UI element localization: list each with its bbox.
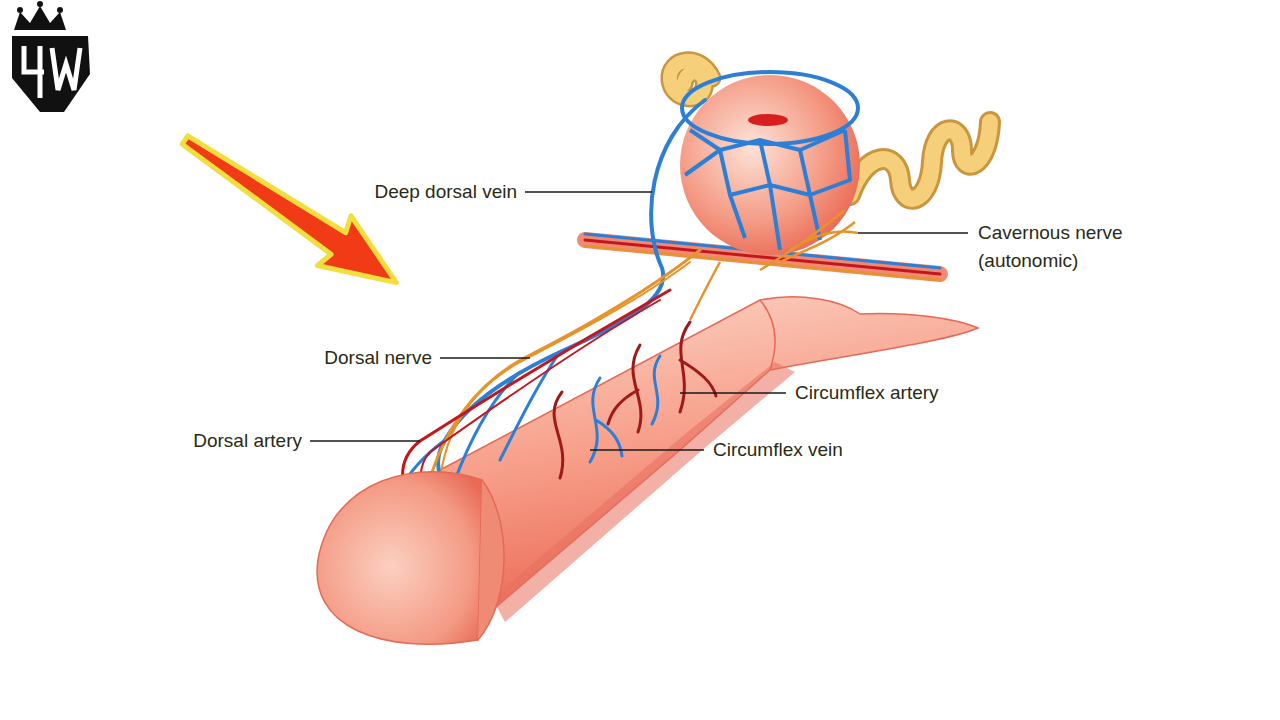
channel-logo	[12, 1, 90, 112]
shaft-fold	[760, 300, 775, 370]
deep-dorsal-vein	[438, 100, 705, 505]
cavernous-nerve-fibres	[690, 210, 858, 320]
circumflex-branches	[554, 322, 716, 478]
circumflex-artery	[554, 392, 563, 478]
logo-crown	[14, 6, 66, 30]
logo-crown-dot	[57, 7, 63, 13]
part-label: Circumflex vein	[713, 436, 843, 464]
coiled-tube-body	[850, 122, 990, 199]
leader-line	[310, 440, 420, 442]
leader-line	[680, 392, 786, 394]
circumflex-vein	[652, 356, 660, 424]
dorsal-vessels	[400, 100, 705, 505]
part-label: Deep dorsal vein	[374, 178, 517, 206]
dorsal-nerve	[440, 262, 690, 480]
pointer-arrow-shape	[168, 115, 413, 307]
bulb-vein-ring	[682, 72, 858, 144]
leader-lines	[310, 192, 968, 450]
shaft-body	[440, 297, 978, 625]
part-label: Dorsal nerve	[324, 344, 432, 372]
vein-branch	[400, 352, 560, 490]
coiled-tube-outline	[850, 122, 990, 199]
spongy-body	[492, 362, 795, 622]
glans-corona	[478, 480, 504, 640]
logo-mark	[24, 46, 80, 98]
part-label: Circumflex artery	[795, 379, 939, 407]
bulb-vein-network	[682, 72, 858, 250]
leader-line	[858, 232, 968, 234]
leader-line	[525, 191, 652, 193]
logo-shield	[12, 36, 90, 112]
nerve-fibre	[780, 222, 855, 262]
logo-crown-dot	[37, 1, 43, 7]
part-label: Cavernous nerve (autonomic)	[978, 219, 1148, 275]
bulb	[680, 75, 860, 255]
logo-crown-dot	[17, 7, 23, 13]
circumflex-artery	[608, 345, 641, 432]
nerve-fibre	[690, 262, 720, 320]
nerve-fibre	[760, 210, 845, 270]
circumflex-artery	[680, 322, 716, 412]
bulb-spot	[748, 114, 788, 126]
bulb-vein	[690, 130, 845, 150]
leader-line	[590, 449, 704, 451]
leader-line	[440, 357, 530, 359]
part-label: Dorsal artery	[193, 427, 302, 455]
pointer-arrow	[168, 115, 413, 307]
bulb-vein	[770, 130, 850, 195]
glans	[317, 472, 482, 645]
bulb-vein	[685, 140, 770, 195]
dorsal-artery	[403, 290, 670, 500]
